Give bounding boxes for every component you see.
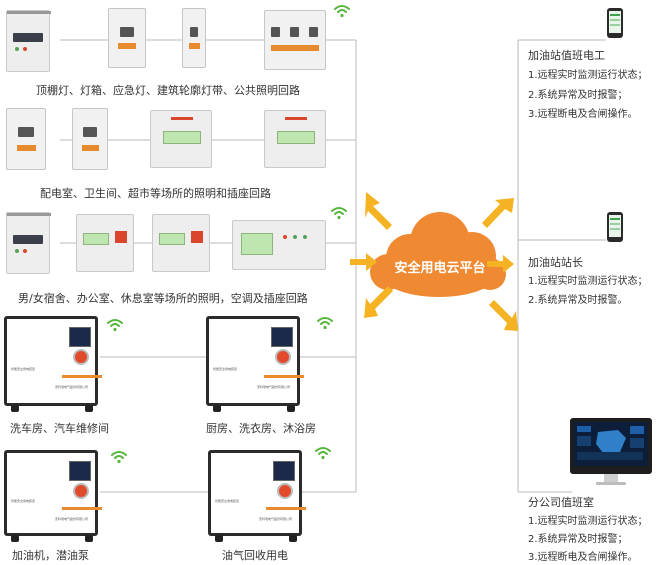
circuit-breaker: [6, 108, 46, 170]
wifi-icon: [111, 451, 127, 464]
receiver-item: 2.系统异常及时报警。: [528, 295, 628, 306]
energy-meter: [232, 220, 326, 270]
receiver-title: 分公司值班室: [528, 496, 594, 509]
receiver-item: 1.远程实时监测运行状态；: [528, 70, 648, 81]
cabinet-label: 厨房、洗衣房、沐浴房: [206, 422, 316, 435]
receiver-item: 3.远程断电及合闸操作。: [528, 109, 638, 120]
monitor-icon: [570, 418, 652, 485]
circuit-breaker: [264, 10, 326, 70]
cabinet-company: 安科瑞电气股份有限公司: [55, 385, 89, 389]
arrows: [350, 192, 518, 331]
wifi-icon: [317, 317, 333, 330]
wifi-icon: [334, 5, 350, 18]
energy-meter: [76, 214, 134, 272]
energy-meter: [152, 214, 210, 272]
cabinet-company: 安科瑞电气股份有限公司: [259, 517, 293, 521]
receiver-title: 加油站站长: [528, 256, 583, 269]
safety-cabinet: 智能安全用电装置 安科瑞电气股份有限公司: [208, 450, 306, 542]
smartphone-icon: [607, 8, 623, 38]
row-label: 顶棚灯、灯箱、应急灯、建筑轮廓灯带、公共照明回路: [36, 84, 300, 97]
cabinet-company: 安科瑞电气股份有限公司: [55, 517, 89, 521]
cloud-shape: [370, 212, 506, 297]
row-label: 男/女宿舍、办公室、休息室等场所的照明，空调及插座回路: [18, 292, 308, 305]
cabinet-title: 智能安全用电装置: [11, 499, 36, 503]
cabinet-label: 油气回收用电: [222, 549, 288, 562]
cabinet-title: 智能安全用电装置: [213, 367, 238, 371]
receiver-item: 1.远程实时监测运行状态；: [528, 276, 648, 287]
cabinet-title: 智能安全用电装置: [11, 367, 36, 371]
safety-cabinet: 智能安全用电装置 安科瑞电气股份有限公司: [206, 316, 304, 412]
circuit-breaker: [72, 108, 108, 170]
wifi-icon: [331, 207, 347, 220]
cabinet-label: 洗车房、汽车维修间: [10, 422, 109, 435]
safety-cabinet: 智能安全用电装置 安科瑞电气股份有限公司: [4, 316, 102, 412]
receiver-title: 加油站值班电工: [528, 49, 605, 62]
wifi-icon: [315, 447, 331, 460]
row-label: 配电室、卫生间、超市等场所的照明和插座回路: [40, 187, 271, 200]
cabinet-label: 加油机，潜油泵: [12, 549, 89, 562]
receiver-item: 2.系统异常及时报警；: [528, 534, 628, 545]
receiver-item: 2.系统异常及时报警；: [528, 90, 628, 101]
circuit-breaker: [108, 8, 146, 68]
receiver-item: 3.远程断电及合闸操作。: [528, 552, 638, 563]
monitoring-device: [6, 212, 51, 274]
cabinet-title: 智能安全用电装置: [215, 499, 240, 503]
cabinet-company: 安科瑞电气股份有限公司: [257, 385, 291, 389]
energy-meter: [264, 110, 326, 168]
circuit-breaker: [182, 8, 206, 68]
monitoring-device: [6, 10, 51, 72]
smartphone-icon: [607, 212, 623, 242]
energy-meter: [150, 110, 212, 168]
cloud-platform-label: 安全用电云平台: [394, 261, 486, 276]
safety-cabinet: 智能安全用电装置 安科瑞电气股份有限公司: [4, 450, 102, 542]
receiver-item: 1.远程实时监测运行状态；: [528, 516, 648, 527]
wifi-icon: [107, 319, 123, 332]
